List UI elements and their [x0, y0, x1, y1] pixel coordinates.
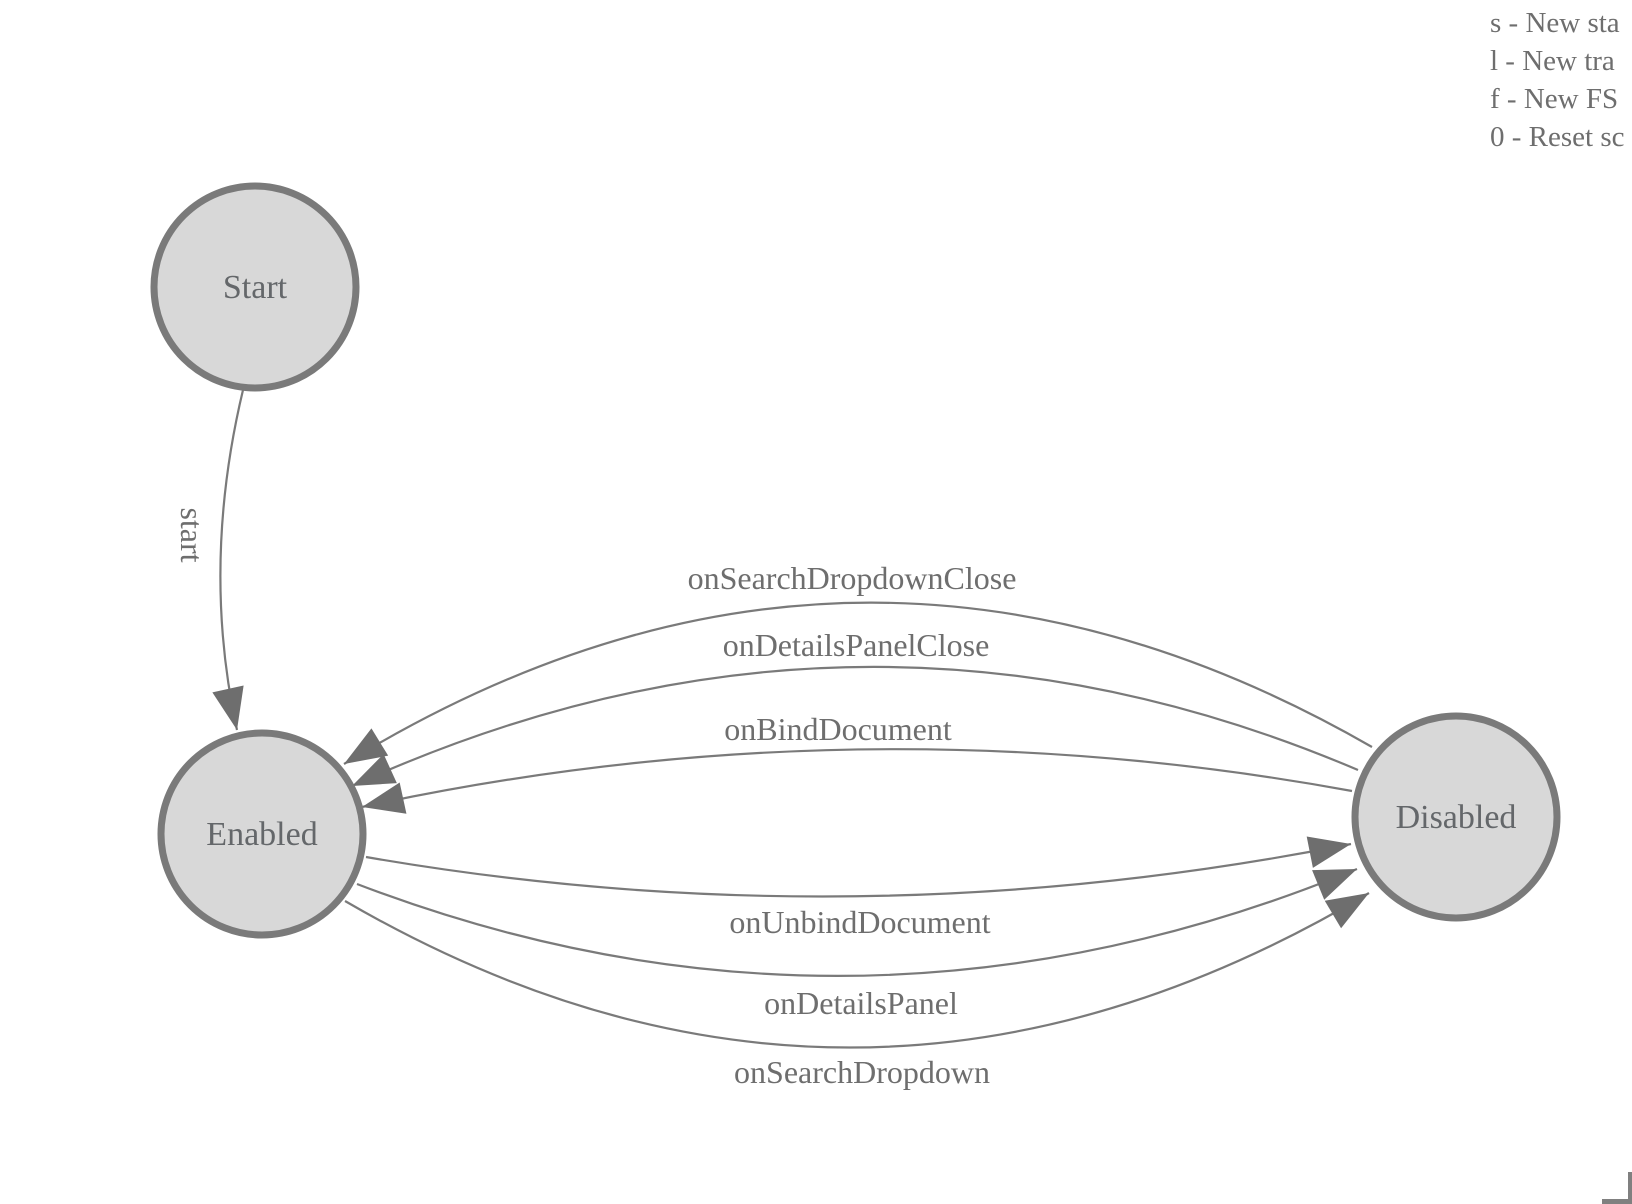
- shortcut-legend-line: l - New tra: [1490, 45, 1615, 77]
- viewport-corner-mark-vertical: [1628, 1172, 1632, 1204]
- transition-onUnbindDocument[interactable]: [365, 836, 1352, 898]
- transition-label-onDetailsPanel: onDetailsPanel: [764, 985, 958, 1021]
- viewport-corner-mark-horizontal: [1602, 1199, 1632, 1204]
- state-node-start[interactable]: Start: [150, 182, 360, 392]
- transition-label-onBindDocument: onBindDocument: [724, 711, 952, 747]
- transition-onSearchDropdown[interactable]: [344, 892, 1370, 1049]
- transition-start[interactable]: [212, 389, 245, 731]
- state-label-disabled: Disabled: [1396, 799, 1517, 836]
- state-label-start: Start: [223, 269, 288, 306]
- transition-label-onDetailsPanelClose: onDetailsPanelClose: [723, 627, 990, 663]
- transition-onSearchDropdownClose[interactable]: [343, 601, 1373, 765]
- transition-onDetailsPanel[interactable]: [356, 867, 1358, 977]
- transition-label-onSearchDropdownClose: onSearchDropdownClose: [688, 560, 1017, 596]
- transition-label-start: start: [174, 507, 210, 562]
- state-label-enabled: Enabled: [206, 816, 317, 853]
- transition-label-onSearchDropdown: onSearchDropdown: [734, 1054, 990, 1090]
- shortcut-legend-line: 0 - Reset sc: [1490, 121, 1625, 153]
- transition-onBindDocument[interactable]: [361, 748, 1353, 814]
- state-node-enabled[interactable]: Enabled: [157, 729, 367, 939]
- state-node-disabled[interactable]: Disabled: [1351, 712, 1561, 922]
- transition-onDetailsPanelClose[interactable]: [351, 665, 1359, 788]
- shortcut-legend: s - New sta l - New tra f - New FS 0 - R…: [1490, 4, 1625, 156]
- shortcut-legend-line: s - New sta: [1490, 7, 1620, 39]
- shortcut-legend-line: f - New FS: [1490, 83, 1619, 115]
- transition-label-onUnbindDocument: onUnbindDocument: [729, 904, 990, 940]
